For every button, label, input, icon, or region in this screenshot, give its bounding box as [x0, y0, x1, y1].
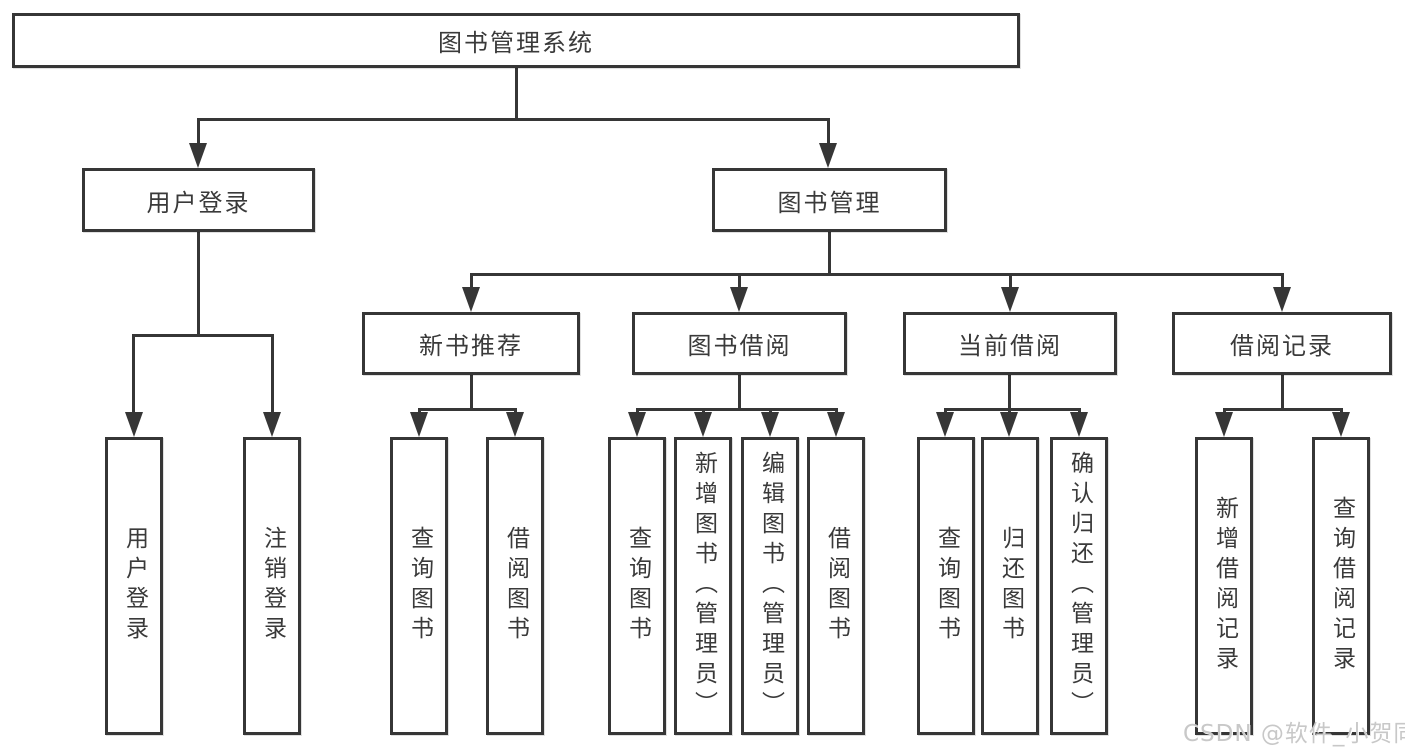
- leaf-label: 查询图书: [406, 526, 433, 646]
- arrow-down-icon: [189, 143, 207, 168]
- connector-line: [828, 232, 831, 273]
- leaf-label: 查询图书: [933, 526, 960, 646]
- arrow-down-icon: [1332, 412, 1350, 437]
- connector-line: [944, 408, 1081, 411]
- node-borrowing-records-label: 借阅记录: [1230, 332, 1334, 360]
- leaf-query-books-borrowing: 查询图书: [608, 437, 666, 735]
- node-root-label: 图书管理系统: [438, 29, 594, 57]
- leaf-logout: 注销登录: [243, 437, 301, 735]
- connector-line: [470, 273, 1283, 276]
- connector-line: [827, 118, 830, 148]
- node-book-borrowing: 图书借阅: [632, 312, 847, 375]
- leaf-query-books-current: 查询图书: [917, 437, 975, 735]
- connector-line: [738, 273, 741, 292]
- leaf-label: 查询借阅记录: [1328, 496, 1355, 676]
- connector-line: [470, 375, 473, 408]
- leaf-add-borrow-record: 新增借阅记录: [1195, 437, 1253, 735]
- arrow-down-icon: [730, 287, 748, 312]
- leaf-label: 归还图书: [997, 526, 1024, 646]
- connector-line: [738, 375, 741, 408]
- connector-line: [132, 334, 274, 337]
- node-current-borrowing-label: 当前借阅: [958, 332, 1062, 360]
- leaf-user-login: 用户登录: [105, 437, 163, 735]
- leaf-borrow-books-recommend: 借阅图书: [486, 437, 544, 735]
- arrow-down-icon: [936, 412, 954, 437]
- leaf-label: 查询图书: [624, 526, 651, 646]
- node-user-login: 用户登录: [82, 168, 315, 232]
- leaf-label: 借阅图书: [502, 526, 529, 646]
- arrow-down-icon: [1215, 412, 1233, 437]
- connector-line: [418, 408, 516, 411]
- arrow-down-icon: [1001, 287, 1019, 312]
- node-current-borrowing: 当前借阅: [903, 312, 1117, 375]
- connector-line: [1009, 273, 1012, 292]
- arrow-down-icon: [410, 412, 428, 437]
- leaf-confirm-return-admin: 确认归还（管理员）: [1050, 437, 1108, 735]
- node-book-management: 图书管理: [712, 168, 947, 232]
- arrow-down-icon: [827, 412, 845, 437]
- node-root: 图书管理系统: [12, 13, 1020, 68]
- connector-line: [1008, 375, 1011, 408]
- node-book-management-label: 图书管理: [777, 188, 882, 217]
- connector-line: [470, 273, 473, 292]
- node-user-login-label: 用户登录: [146, 188, 251, 217]
- leaf-edit-books-admin: 编辑图书（管理员）: [741, 437, 799, 735]
- connector-line: [1281, 273, 1284, 292]
- leaf-label: 用户登录: [121, 526, 148, 646]
- arrow-down-icon: [125, 412, 143, 437]
- arrow-down-icon: [263, 412, 281, 437]
- arrow-down-icon: [462, 287, 480, 312]
- leaf-label: 注销登录: [259, 526, 286, 646]
- connector-line: [1223, 408, 1342, 411]
- arrow-down-icon: [819, 143, 837, 168]
- leaf-label: 编辑图书（管理员）: [757, 451, 784, 721]
- leaf-label: 确认归还（管理员）: [1066, 451, 1093, 721]
- connector-line: [636, 408, 837, 411]
- leaf-label: 新增借阅记录: [1211, 496, 1238, 676]
- node-new-book-recommend-label: 新书推荐: [419, 332, 523, 360]
- leaf-label: 新增图书（管理员）: [690, 451, 717, 721]
- leaf-query-books-recommend: 查询图书: [390, 437, 448, 735]
- node-book-borrowing-label: 图书借阅: [687, 332, 792, 360]
- connector-line: [197, 118, 830, 121]
- leaf-borrow-books-borrowing: 借阅图书: [807, 437, 865, 735]
- arrow-down-icon: [761, 412, 779, 437]
- leaf-query-borrow-record: 查询借阅记录: [1312, 437, 1370, 735]
- node-new-book-recommend: 新书推荐: [362, 312, 580, 375]
- connector-line: [1281, 375, 1284, 408]
- connector-line: [515, 68, 518, 118]
- connector-line: [197, 232, 200, 334]
- leaf-label: 借阅图书: [823, 526, 850, 646]
- arrow-down-icon: [1070, 412, 1088, 437]
- node-borrowing-records: 借阅记录: [1172, 312, 1392, 375]
- arrow-down-icon: [694, 412, 712, 437]
- leaf-return-books: 归还图书: [981, 437, 1039, 735]
- watermark: CSDN @软件_小贺同学: [1183, 721, 1405, 747]
- connector-line: [132, 334, 135, 412]
- connector-line: [197, 118, 200, 148]
- arrow-down-icon: [628, 412, 646, 437]
- arrow-down-icon: [1000, 412, 1018, 437]
- leaf-add-books-admin: 新增图书（管理员）: [674, 437, 732, 735]
- arrow-down-icon: [1273, 287, 1291, 312]
- connector-line: [271, 334, 274, 412]
- arrow-down-icon: [506, 412, 524, 437]
